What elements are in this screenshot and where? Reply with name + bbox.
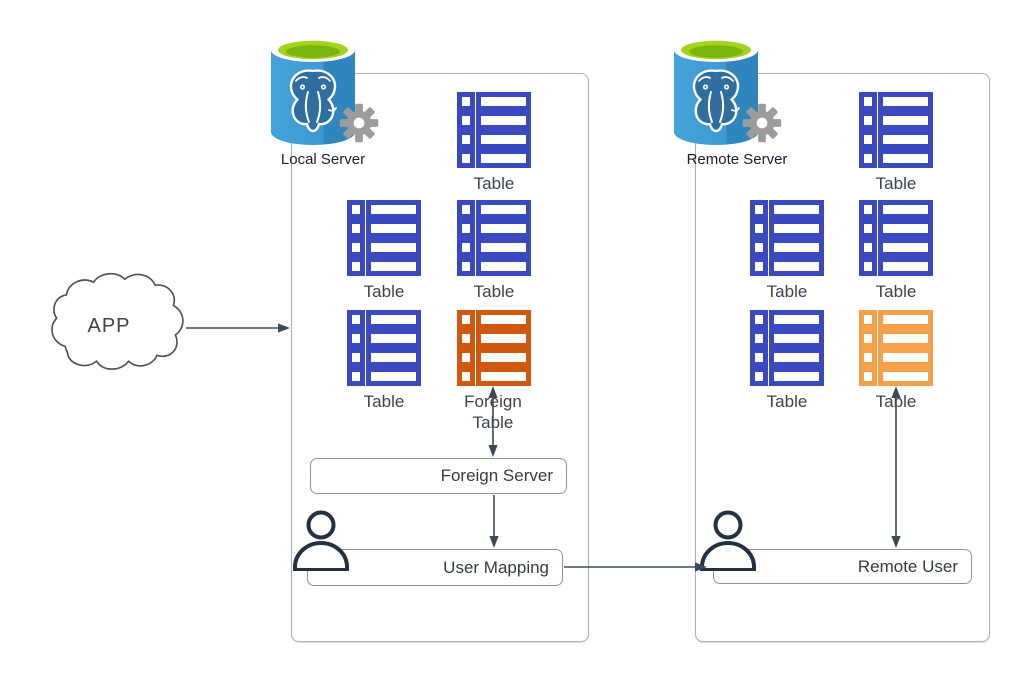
database-cylinder-icon [271, 38, 355, 145]
table-label: Table [766, 282, 808, 301]
local-server-label: Local Server [280, 151, 366, 168]
user-mapping-box: User Mapping [307, 549, 563, 586]
table-label: Table [473, 174, 515, 193]
database-cylinder-icon [674, 38, 758, 145]
gear-icon [742, 103, 782, 143]
table-icon [457, 92, 531, 168]
foreign-table-icon [457, 310, 531, 386]
local-server-container [291, 73, 589, 642]
table-icon [347, 310, 421, 386]
user-person-icon [293, 510, 349, 571]
table-icon [859, 200, 933, 276]
elephant-logo [289, 69, 337, 133]
remote-user-box: Remote User [713, 549, 972, 584]
table-icon [750, 310, 824, 386]
table-label: Table [875, 282, 917, 301]
foreign-server-box: Foreign Server [310, 458, 567, 494]
table-icon [750, 200, 824, 276]
elephant-logo [692, 69, 740, 133]
app-cloud-shape [51, 272, 184, 370]
table-icon [457, 200, 531, 276]
table-label: Table [473, 282, 515, 301]
table-icon [859, 92, 933, 168]
remote-user-person-icon [700, 510, 756, 571]
table-label: Table [875, 174, 917, 193]
remote-server-label: Remote Server [686, 151, 788, 168]
table-label: Table [363, 282, 405, 301]
table-label: Table [363, 392, 405, 411]
remote-postgres-server-icon [674, 38, 784, 150]
remote-highlighted-table-icon [859, 310, 933, 386]
foreign-table-label: Foreign Table [464, 392, 522, 433]
app-label: APP [87, 315, 131, 337]
table-icon [347, 200, 421, 276]
table-label: Table [766, 392, 808, 411]
local-postgres-server-icon [271, 38, 381, 150]
gear-icon [339, 103, 379, 143]
table-label: Table [875, 392, 917, 411]
